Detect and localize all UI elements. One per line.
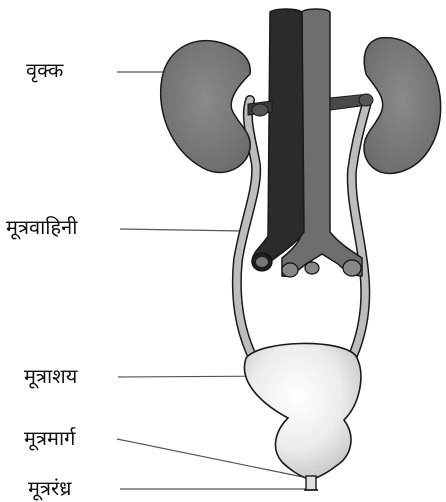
urethra-label: मूत्रमार्ग bbox=[24, 428, 75, 448]
kidney-label: वृक्क bbox=[26, 60, 63, 80]
ureter-leader-line bbox=[120, 229, 244, 231]
iliac-opening-right bbox=[343, 260, 361, 276]
urethra bbox=[306, 476, 316, 490]
ureter-label: मूत्रवाहिनी bbox=[6, 217, 77, 237]
vena-cava bbox=[252, 9, 304, 268]
right-kidney bbox=[364, 38, 441, 174]
left-kidney bbox=[161, 41, 251, 173]
bladder-label: मूत्राशय bbox=[24, 366, 77, 386]
iliac-opening-mid-left bbox=[282, 263, 298, 277]
urinary-bladder bbox=[244, 343, 360, 478]
iliac-opening-mid-right bbox=[305, 262, 319, 274]
urethral-opening-label: मूत्ररंध्र bbox=[28, 478, 71, 498]
